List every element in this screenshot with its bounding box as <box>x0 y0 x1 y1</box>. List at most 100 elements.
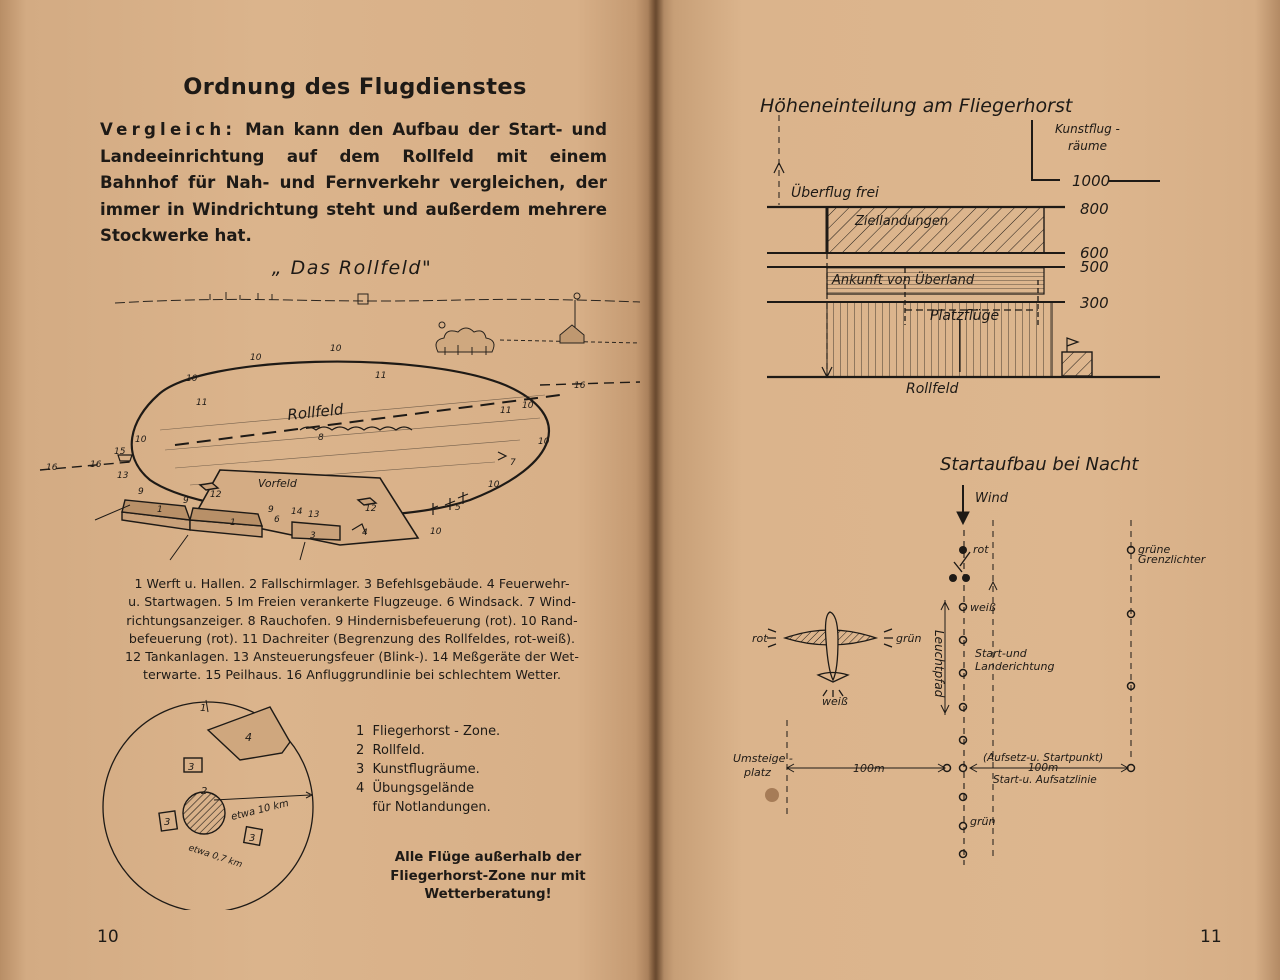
legend-item: für Notlandungen. <box>356 800 491 815</box>
num-5: 5 <box>455 503 461 513</box>
num-10: 10 <box>250 353 262 363</box>
num-10c: 10 <box>330 344 342 354</box>
warning-line: Wetterberatung! <box>424 887 552 902</box>
num-10e: 10 <box>538 437 550 447</box>
num-9c: 9 <box>268 505 274 515</box>
zone-num-3c: 3 <box>249 833 255 844</box>
intro-text: Man kann den Aufbau der Start- und Lande… <box>100 120 607 245</box>
rollfeld-figure-title: „ Das Rollfeld" <box>272 257 432 279</box>
num-8: 8 <box>318 433 324 443</box>
label-grenzlichter: Grenzlichter <box>1138 553 1207 566</box>
caption-line: 1 Werft u. Hallen. 2 Fallschirmlager. 3 … <box>134 576 570 591</box>
alt-500: 500 <box>1080 258 1109 276</box>
plane-weiss: weiß <box>822 695 848 708</box>
height-title: Höheneinteilung am Fliegerhorst <box>760 95 1074 117</box>
plane-rot: rot <box>752 632 768 645</box>
num-11: 11 <box>375 371 386 381</box>
label-kunstflug-2: räume <box>1068 139 1107 153</box>
label-platzfluege: Platzflüge <box>930 308 999 324</box>
warning-line: Alle Flüge außerhalb der <box>394 850 582 865</box>
tree-group <box>435 292 585 355</box>
night-title: Startaufbau bei Nacht <box>940 454 1139 475</box>
label-ziellandungen: Ziellandungen <box>854 214 948 229</box>
light-rot: rot <box>973 543 989 556</box>
num-15: 15 <box>114 447 126 457</box>
light-gruen: grün <box>970 815 995 828</box>
left-page: Ordnung des Flugdienstes Vergleich: Man … <box>0 0 655 980</box>
legend-item: 3 Kunstflugräume. <box>356 762 480 777</box>
label-rollfeld-height: Rollfeld <box>906 381 959 397</box>
night-lines <box>785 485 1132 865</box>
zone-rollfeld <box>182 791 226 835</box>
zone-num-3b: 3 <box>164 817 170 828</box>
label-rollfeld: Rollfeld <box>287 400 345 424</box>
light-weiss: weiß <box>970 601 996 614</box>
alt-300: 300 <box>1080 294 1109 312</box>
num-6: 6 <box>274 515 280 525</box>
label-vorfeld: Vorfeld <box>258 477 298 490</box>
page-number-left: 10 <box>97 927 119 947</box>
label-100m-right: 100m <box>1028 762 1058 774</box>
right-page: Höheneinteilung am Fliegerhorst Kunstflu… <box>655 0 1280 980</box>
lights <box>949 546 970 582</box>
num-16: 16 <box>46 463 58 473</box>
plane-gruen: grün <box>896 632 921 645</box>
num-12b: 12 <box>365 504 377 514</box>
label-umsteige-2: platz <box>743 766 771 779</box>
intro-lead: Vergleich: <box>100 120 237 139</box>
num-11c: 11 <box>500 406 511 416</box>
label-ankunft: Ankunft von Überland <box>831 271 975 288</box>
caption-line: u. Startwagen. 5 Im Freien verankerte Fl… <box>128 594 576 610</box>
label-wind: Wind <box>975 491 1009 506</box>
num-3: 3 <box>310 531 316 541</box>
zone-num-2: 2 <box>201 786 207 797</box>
num-10f: 10 <box>488 480 500 490</box>
weather-warning: Alle Flüge außerhalb der Fliegerhorst-Zo… <box>368 849 608 905</box>
num-9: 9 <box>138 487 144 497</box>
intro-paragraph: Vergleich: Man kann den Aufbau der Start… <box>100 117 607 250</box>
num-10h: 10 <box>135 435 147 445</box>
ground-lines <box>94 504 306 561</box>
label-gruene: grüne <box>1138 543 1170 556</box>
zone-legend: 1 Fliegerhorst - Zone. 2 Rollfeld. 3 Kun… <box>356 722 500 817</box>
caption-line: 12 Tankanlagen. 13 Ansteuerungsfeuer (Bl… <box>125 649 579 665</box>
num-14: 14 <box>291 507 303 517</box>
label-100m-left: 100m <box>853 762 885 775</box>
num-11b: 11 <box>196 398 207 408</box>
height-lines <box>767 115 1160 379</box>
zone-uebungsgelaende <box>206 706 291 761</box>
label-start-1: Start-und <box>975 647 1028 660</box>
light-rings <box>942 545 1136 859</box>
alt-600: 600 <box>1080 244 1109 262</box>
label-umsteige-1: Umsteige - <box>733 752 793 765</box>
caption-line: richtungsanzeiger. 8 Rauchofen. 9 Hinder… <box>126 612 578 628</box>
num-10d: 10 <box>522 401 534 411</box>
num-4: 4 <box>362 528 368 538</box>
num-1: 1 <box>157 505 163 515</box>
paper-stain <box>765 788 779 802</box>
num-16b: 16 <box>90 460 102 470</box>
page-title: Ordnung des Flugdienstes <box>183 74 527 100</box>
num-7: 7 <box>510 458 516 468</box>
num-13: 13 <box>117 471 129 481</box>
label-aufsetz: (Aufsetz-u. Startpunkt) <box>983 752 1103 764</box>
num-10g: 10 <box>430 527 442 537</box>
alt-1000: 1000 <box>1072 172 1110 190</box>
legend-item: 2 Rollfeld. <box>356 743 425 758</box>
night-start-diagram: Startaufbau bei Nacht Wind <box>733 454 1207 865</box>
zone-diagram: 1 4 3 3 3 2 etwa 10 km etwa 0,7 km <box>102 699 314 910</box>
legend-item: 4 Übungsgelände <box>356 781 475 796</box>
figure-numbers: 1 1 3 4 5 6 7 8 9 9 9 10 10 10 10 10 10 … <box>46 344 586 541</box>
hangars <box>121 482 378 541</box>
num-10b: 10 <box>186 374 198 384</box>
book-gutter <box>648 0 664 980</box>
rollfeld-illustration: „ Das Rollfeld" <box>39 257 641 561</box>
rollfeld-oval <box>39 360 641 518</box>
num-13b: 13 <box>308 510 320 520</box>
zone-num-3a: 3 <box>188 762 194 773</box>
rollfeld-caption: 1 Werft u. Hallen. 2 Fallschirmlager. 3 … <box>97 575 607 685</box>
label-leuchtpfad: Leuchtpfad <box>932 630 946 698</box>
warning-line: Fliegerhorst-Zone nur mit <box>390 868 586 884</box>
label-kunstflug-1: Kunstflug - <box>1055 122 1120 136</box>
